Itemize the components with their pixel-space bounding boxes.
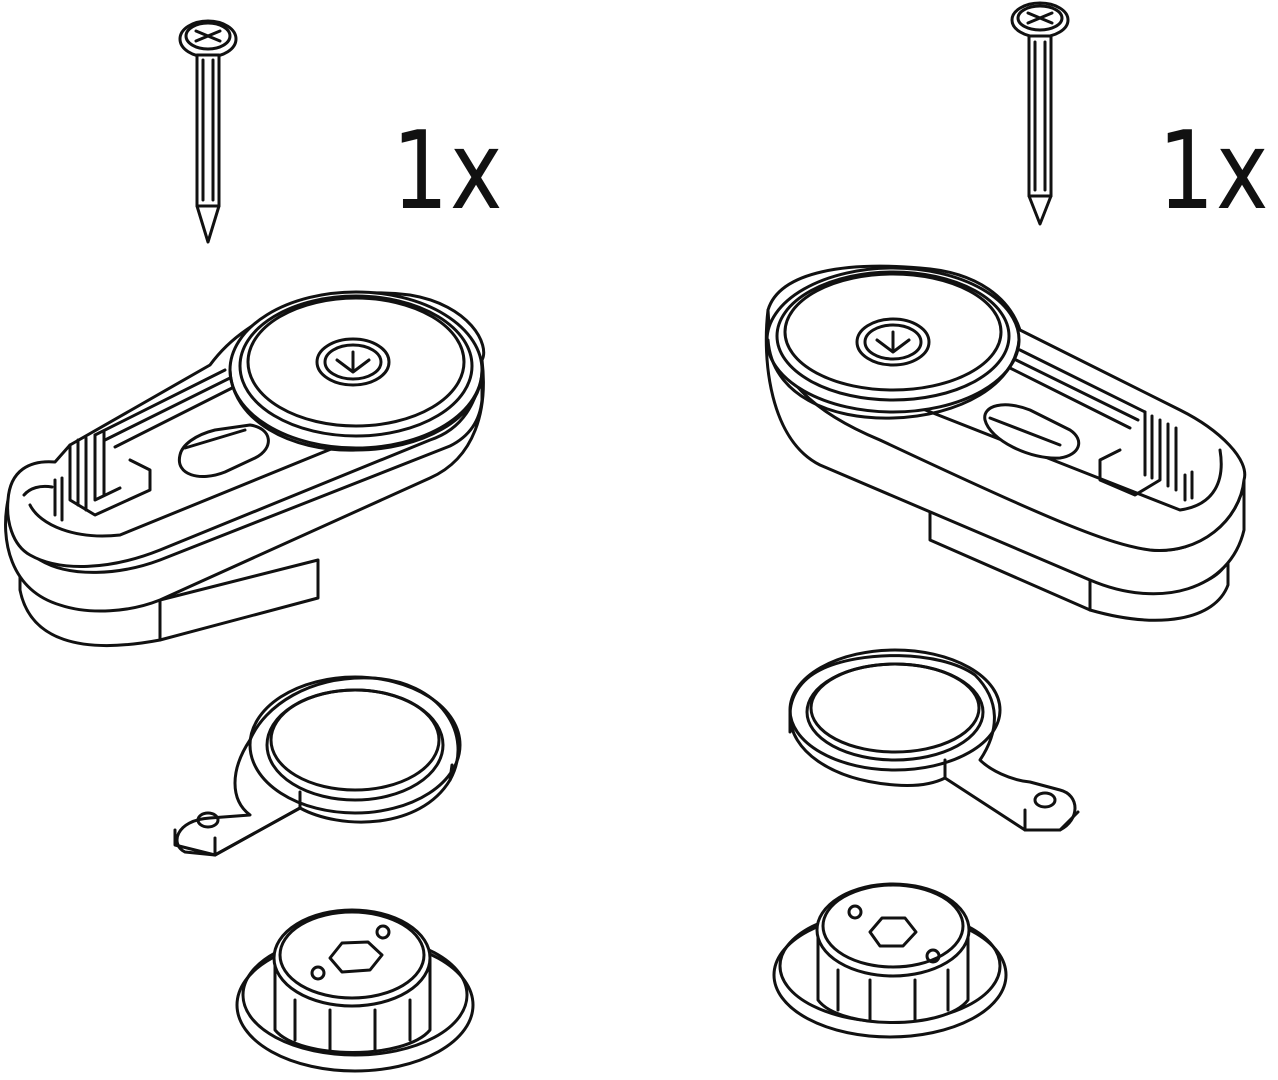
key-ring-left: [173, 675, 462, 857]
screw-left: [178, 19, 238, 244]
quantity-label-left: 1x: [392, 109, 505, 234]
hinge-bracket-left: [4, 290, 486, 647]
key-ring-right: [788, 648, 1080, 832]
quantity-label-right: 1x: [1158, 109, 1271, 234]
hinge-bracket-right: [764, 264, 1247, 622]
nut-right: [772, 882, 1008, 1039]
nut-left: [235, 908, 475, 1073]
screw-right: [1010, 1, 1070, 226]
